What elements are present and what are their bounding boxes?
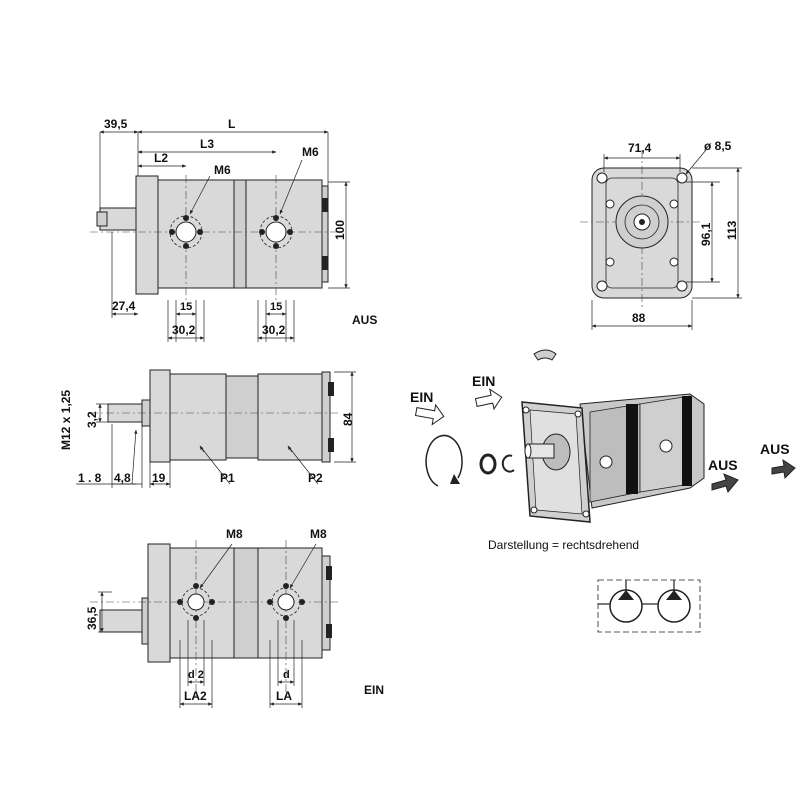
flange [135,175,159,295]
label-p1: P1 [220,471,235,485]
port-p1 [175,221,197,243]
dim-96-1: 96,1 [699,222,713,246]
label-ein-iso-1: EIN [410,389,433,405]
dim-30-2-a: 30,2 [172,323,196,337]
dim-d: d [283,669,290,681]
dim-M8-b: M8 [310,527,327,541]
dim-36-5: 36,5 [85,606,99,630]
dim-15-b: 15 [270,301,282,313]
inlet-arrow-1 [414,403,445,426]
dim-LA: LA [276,689,292,703]
dim-113: 113 [725,220,739,240]
dim-30-2-b: 30,2 [262,323,286,337]
top-view: 39,5 L L3 L2 M6 M6 100 27,4 15 15 30,2 3… [90,117,377,342]
dim-100: 100 [333,220,347,240]
side-view: M12 x 1,25 3,2 84 1 . 8 4,8 19 P1 P2 [59,369,356,488]
iso-caption: Darstellung = rechtsdrehend [488,538,639,552]
dim-m12: M12 x 1,25 [59,390,73,450]
label-aus-iso-2: AUS [760,441,790,457]
label-ein-bottom: EIN [364,683,384,697]
dim-d2: d 2 [188,669,204,681]
dim-27-4: 27,4 [112,299,136,313]
dim-4-8: 4,8 [114,471,131,485]
inlet-arrow-2 [474,388,503,411]
hydraulic-symbol [597,579,701,633]
dim-L: L [228,117,235,131]
dim-19: 19 [152,471,166,485]
side-flange [149,369,171,463]
dim-88: 88 [632,311,646,325]
outlet-arrow-2 [771,458,796,480]
dim-LA2: LA2 [184,689,207,703]
dim-71-4: 71,4 [628,141,652,155]
dim-15-a: 15 [180,301,192,313]
dim-84: 84 [341,412,355,426]
label-aus-top: AUS [352,313,377,327]
port-p2 [265,221,287,243]
shaft-key [533,349,557,361]
dim-M8-a: M8 [226,527,243,541]
label-ein-iso-2: EIN [472,373,495,389]
dim-M6-a: M6 [214,163,231,177]
dim-dia-8-5: ø 8,5 [704,139,732,153]
label-p2: P2 [308,471,323,485]
dim-3-2: 3,2 [85,411,99,428]
outlet-arrow-1 [711,473,739,494]
dim-M6-b: M6 [302,145,319,159]
bottom-view: M8 M8 36,5 d 2 d LA2 LA EIN [85,527,384,708]
dim-1-8: 1 . 8 [78,471,102,485]
dim-L2: L2 [154,151,168,165]
dim-L3: L3 [200,137,214,151]
dim-39-5: 39,5 [104,117,128,131]
iso-view: EIN EIN AUS AUS Darstellung = rechtsdreh… [410,349,796,552]
front-view: 71,4 ø 8,5 96,1 113 88 [580,139,742,330]
label-aus-iso-1: AUS [708,457,738,473]
bottom-flange [147,543,171,663]
